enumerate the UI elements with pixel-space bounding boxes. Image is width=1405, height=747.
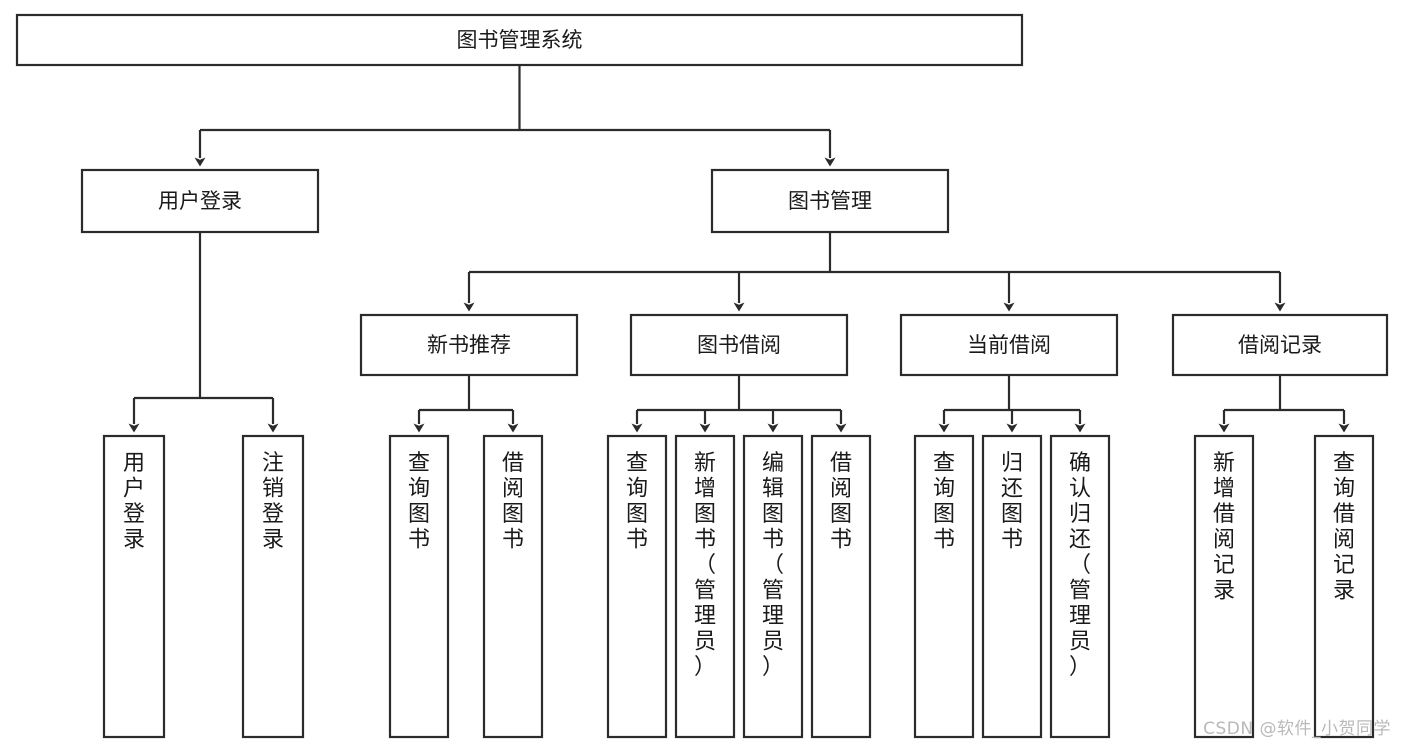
node-leaf-add-record-box[interactable]	[1193, 434, 1255, 739]
node-leaf-query-record[interactable]: 查询借阅记录	[1313, 434, 1375, 739]
node-leaf-query-book-3-box[interactable]	[913, 434, 975, 739]
node-leaf-add-record[interactable]: 新增借阅记录	[1193, 434, 1255, 739]
node-root-box[interactable]	[15, 13, 1024, 67]
node-leaf-logout[interactable]: 注销登录	[241, 434, 305, 739]
node-root-label: 图书管理系统	[457, 28, 583, 52]
node-leaf-confirm-return[interactable]: 确认归还（管理员）	[1049, 434, 1111, 739]
node-leaf-borrow-book-1[interactable]: 借阅图书	[482, 434, 544, 739]
node-book-manage[interactable]: 图书管理	[710, 168, 950, 234]
node-boxes: 图书管理系统用户登录图书管理新书推荐图书借阅当前借阅借阅记录用户登录注销登录查询…	[15, 13, 1389, 739]
node-current-borrow-label: 当前借阅	[967, 333, 1051, 357]
node-user-login-label: 用户登录	[158, 189, 242, 213]
node-book-borrow[interactable]: 图书借阅	[629, 313, 849, 377]
node-leaf-query-book-2-label: 查询图书	[626, 451, 648, 553]
node-book-borrow-label: 图书借阅	[697, 333, 781, 357]
node-leaf-query-book-1[interactable]: 查询图书	[388, 434, 450, 739]
node-leaf-borrow-book-1-box[interactable]	[482, 434, 544, 739]
node-leaf-add-book-label: 新增图书（管理员）	[694, 451, 716, 680]
node-leaf-query-book-2[interactable]: 查询图书	[606, 434, 668, 739]
node-leaf-return-book-box[interactable]	[981, 434, 1043, 739]
node-leaf-user-login-box[interactable]	[102, 434, 166, 739]
node-leaf-user-login-label: 用户登录	[123, 451, 145, 553]
node-new-book-recommend-label: 新书推荐	[427, 333, 511, 357]
node-leaf-logout-label: 注销登录	[262, 451, 284, 553]
node-leaf-edit-book-box[interactable]	[742, 434, 804, 739]
node-leaf-return-book-label: 归还图书	[1001, 451, 1023, 553]
connector-lines	[128, 65, 1350, 433]
node-leaf-borrow-book-2-box[interactable]	[810, 434, 872, 739]
node-leaf-user-login[interactable]: 用户登录	[102, 434, 166, 739]
node-leaf-confirm-return-box[interactable]	[1049, 434, 1111, 739]
node-current-borrow[interactable]: 当前借阅	[899, 313, 1119, 377]
node-leaf-add-book[interactable]: 新增图书（管理员）	[674, 434, 736, 739]
node-root[interactable]: 图书管理系统	[15, 13, 1024, 67]
node-leaf-query-record-label: 查询借阅记录	[1333, 451, 1355, 604]
node-leaf-borrow-book-1-label: 借阅图书	[502, 451, 524, 553]
node-leaf-query-book-2-box[interactable]	[606, 434, 668, 739]
node-leaf-edit-book[interactable]: 编辑图书（管理员）	[742, 434, 804, 739]
node-leaf-confirm-return-label: 确认归还（管理员）	[1069, 451, 1091, 680]
node-borrow-record-box[interactable]	[1171, 313, 1389, 377]
node-book-manage-label: 图书管理	[788, 189, 872, 213]
node-leaf-edit-book-label: 编辑图书（管理员）	[762, 451, 784, 680]
node-leaf-query-book-1-label: 查询图书	[408, 451, 430, 553]
node-borrow-record-label: 借阅记录	[1238, 333, 1322, 357]
node-leaf-return-book[interactable]: 归还图书	[981, 434, 1043, 739]
node-current-borrow-box[interactable]	[899, 313, 1119, 377]
node-leaf-query-book-1-box[interactable]	[388, 434, 450, 739]
node-user-login[interactable]: 用户登录	[80, 168, 320, 234]
node-leaf-logout-box[interactable]	[241, 434, 305, 739]
node-new-book-recommend-box[interactable]	[359, 313, 579, 377]
node-borrow-record[interactable]: 借阅记录	[1171, 313, 1389, 377]
node-user-login-box[interactable]	[80, 168, 320, 234]
node-leaf-query-record-box[interactable]	[1313, 434, 1375, 739]
node-leaf-borrow-book-2-label: 借阅图书	[830, 451, 852, 553]
node-leaf-borrow-book-2[interactable]: 借阅图书	[810, 434, 872, 739]
node-leaf-add-book-box[interactable]	[674, 434, 736, 739]
node-book-manage-box[interactable]	[710, 168, 950, 234]
node-new-book-recommend[interactable]: 新书推荐	[359, 313, 579, 377]
node-book-borrow-box[interactable]	[629, 313, 849, 377]
node-leaf-add-record-label: 新增借阅记录	[1213, 451, 1235, 604]
node-leaf-query-book-3[interactable]: 查询图书	[913, 434, 975, 739]
node-leaf-query-book-3-label: 查询图书	[933, 451, 955, 553]
